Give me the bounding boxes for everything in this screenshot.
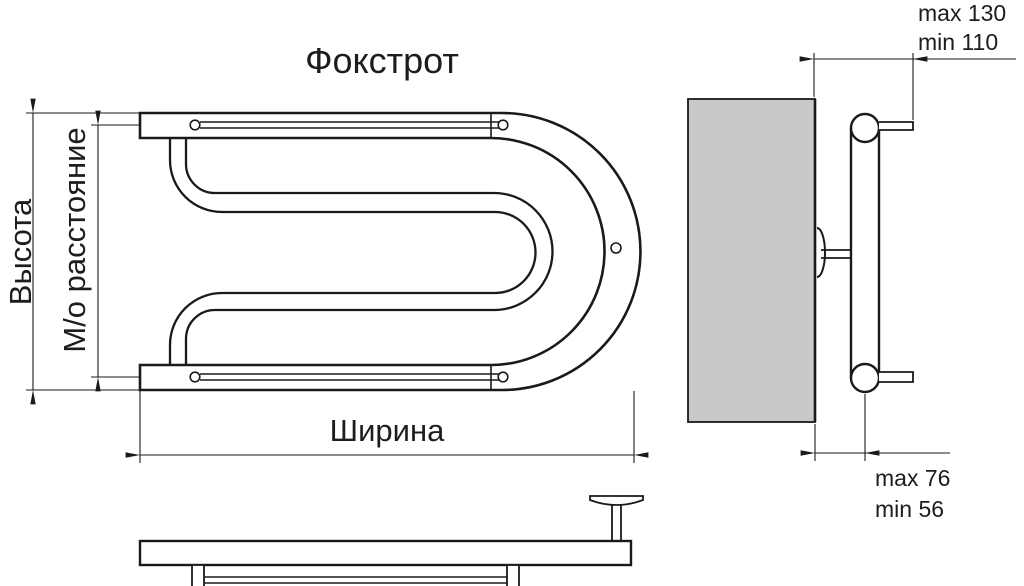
vent-hole [610, 242, 622, 254]
width-dimension [125, 391, 649, 463]
bottom-view-bracket [589, 495, 644, 541]
top-offset-max-label: max 130 [918, 0, 1007, 26]
bottom-view-post-left [191, 564, 205, 586]
bottom-rail [189, 371, 509, 383]
bottom-view-post-right [506, 564, 520, 586]
bottom-view [138, 495, 644, 586]
height-dimension-label: Высота [3, 198, 38, 306]
bottom-offset-dimension [800, 394, 950, 461]
bottom-offset-max-label: max 76 [875, 465, 951, 491]
side-pipe [849, 112, 881, 394]
top-rail-left-hole [189, 119, 201, 131]
top-offset-dimension [799, 53, 1016, 120]
top-rail-right-hole [497, 119, 509, 131]
width-dimension-label: Ширина [329, 413, 445, 448]
outer-pipe [138, 111, 642, 392]
bottom-rail-right-hole [497, 371, 509, 383]
bracket-flange [816, 227, 826, 278]
bottom-view-body [138, 539, 633, 567]
wall-bracket [816, 227, 851, 278]
inner-pipe-inner-edge [184, 138, 554, 365]
bottom-tube-section [849, 362, 881, 394]
wall [687, 98, 816, 423]
inner-pipe-outer-edge [168, 138, 537, 365]
mounting-distance-label: М/о расстояние [57, 127, 92, 353]
bottom-rail-stub [879, 371, 914, 383]
top-offset-min-label: min 110 [918, 29, 999, 55]
side-view [687, 53, 1016, 461]
top-tube-section [849, 112, 881, 144]
top-rail [189, 119, 509, 131]
top-rail-stub [879, 121, 914, 131]
bracket-flange-top-view [589, 495, 644, 506]
drawing-title: Фокстрот [305, 40, 459, 81]
front-view [26, 98, 649, 463]
bottom-offset-min-label: min 56 [875, 496, 945, 522]
bottom-rail-left-hole [189, 371, 201, 383]
mounting-distance-dimension [91, 110, 140, 392]
height-dimension [26, 98, 140, 405]
